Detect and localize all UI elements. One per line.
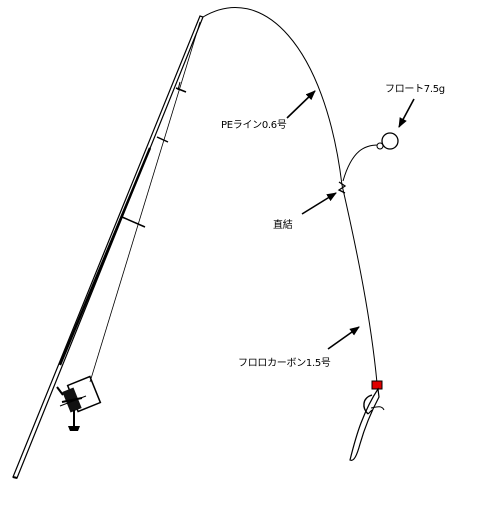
arrow-fluorocarbon (327, 326, 360, 350)
float-branch-line (342, 144, 379, 182)
lure-detail (370, 406, 385, 411)
direct-knot-label: 直結 (273, 220, 293, 231)
rod-guide-1-foot (177, 81, 181, 91)
spinning-reel (56, 375, 102, 431)
float (381, 132, 399, 150)
lure-hook (363, 394, 373, 415)
reel-foot (59, 395, 87, 407)
rod-guide-3 (121, 216, 146, 228)
line-inside-rod (89, 21, 201, 383)
rod-guide-2 (156, 136, 169, 143)
float-label: フロート7.5g (385, 84, 445, 95)
arrow-direct-knot (301, 192, 337, 215)
lure (349, 380, 385, 461)
rod-guide-1 (175, 87, 187, 93)
pe-line-label: PEライン0.6号 (221, 120, 287, 131)
reel-seat (56, 386, 64, 396)
direct-knot (337, 181, 347, 194)
lure-head-accent (371, 380, 383, 390)
arrow-float (398, 98, 415, 128)
rod-butt-section (58, 147, 152, 366)
fishing-rod (12, 15, 204, 479)
lure-body (349, 387, 380, 461)
pe-main-line (202, 7, 343, 186)
reel-handle-knob (68, 426, 80, 431)
arrow-pe-line (286, 90, 316, 119)
rod-end-cap (12, 476, 18, 479)
fluorocarbon-leader (341, 184, 378, 384)
fluorocarbon-label: フロロカーボン1.5号 (238, 358, 331, 369)
lure-hook-barb (367, 409, 373, 415)
